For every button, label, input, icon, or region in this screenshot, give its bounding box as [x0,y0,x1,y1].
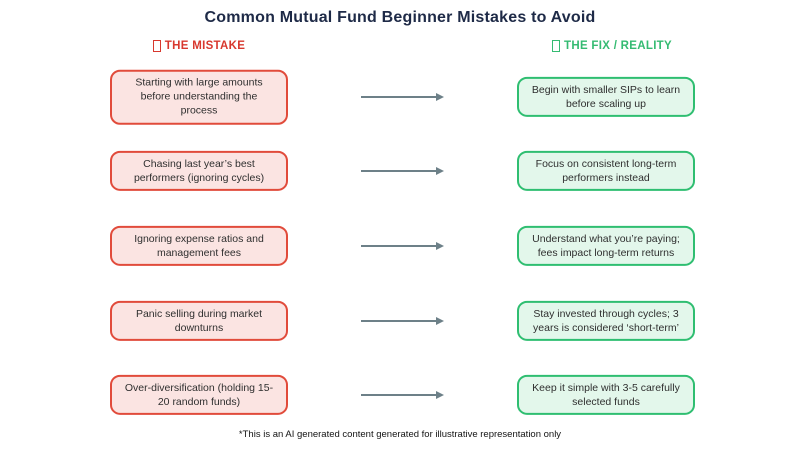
fix-box: Stay invested through cycles; 3 years is… [517,300,695,342]
column-header-mistake-label: THE MISTAKE [164,40,246,52]
comparison-row: Ignoring expense ratios and management f… [0,225,800,267]
missing-glyph-icon [152,40,161,52]
comparison-row: Over-diversification (holding 15-20 rand… [0,374,800,416]
column-header-fix-label: THE FIX / REALITY [564,40,672,52]
comparison-row: Chasing last year’s best performers (ign… [0,150,800,192]
fix-box: Keep it simple with 3-5 carefully select… [517,374,695,416]
page-title: Common Mutual Fund Beginner Mistakes to … [204,9,596,26]
comparison-row: Starting with large amounts before under… [0,69,800,125]
column-header-mistake: THE MISTAKE [99,40,299,52]
column-header-fix: THE FIX / REALITY [512,40,712,52]
mistake-box: Over-diversification (holding 15-20 rand… [110,374,288,416]
arrow-right-icon [361,241,444,250]
arrow-right-icon [361,316,444,325]
disclaimer-text: *This is an AI generated content generat… [238,429,562,440]
mistake-box: Panic selling during market downturns [110,300,288,342]
arrow-right-icon [361,166,444,175]
mistake-box: Chasing last year’s best performers (ign… [110,150,288,192]
mistake-box: Starting with large amounts before under… [110,69,288,125]
fix-box: Understand what you’re paying; fees impa… [517,225,695,267]
arrow-right-icon [361,390,444,399]
mistake-box: Ignoring expense ratios and management f… [110,225,288,267]
fix-box: Focus on consistent long-term performers… [517,150,695,192]
fix-box: Begin with smaller SIPs to learn before … [517,76,695,118]
comparison-row: Panic selling during market downturns St… [0,300,800,342]
missing-glyph-icon [552,40,561,52]
arrow-right-icon [361,92,444,101]
